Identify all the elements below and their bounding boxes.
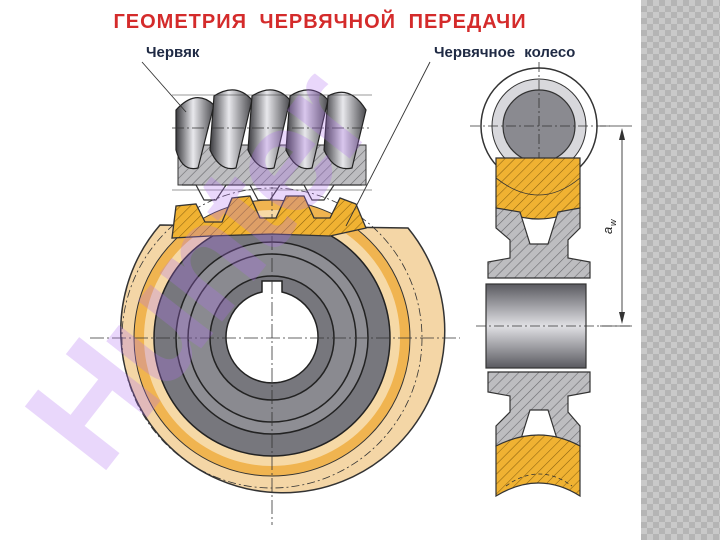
worm-gear-drawing: [172, 89, 372, 201]
worm-wheel-label: Червячное колесо: [434, 44, 576, 61]
page-title: ГЕОМЕТРИЯ ЧЕРВЯЧНОЙ ПЕРЕДАЧИ: [113, 11, 527, 33]
worm-label: Червяк: [146, 44, 200, 61]
center-distance-label: a: [600, 227, 615, 234]
worm-wheel-front-view: [90, 170, 460, 525]
wheel-teeth-section: [171, 195, 367, 239]
worm-wheel-section-view: [470, 62, 630, 498]
side-decor-panel: [641, 0, 720, 540]
center-distance-dimension: a w: [600, 125, 632, 327]
wheel-leader-line: [345, 61, 431, 227]
center-distance-subscript: w: [608, 219, 618, 226]
worm-leader-line: [141, 61, 187, 113]
